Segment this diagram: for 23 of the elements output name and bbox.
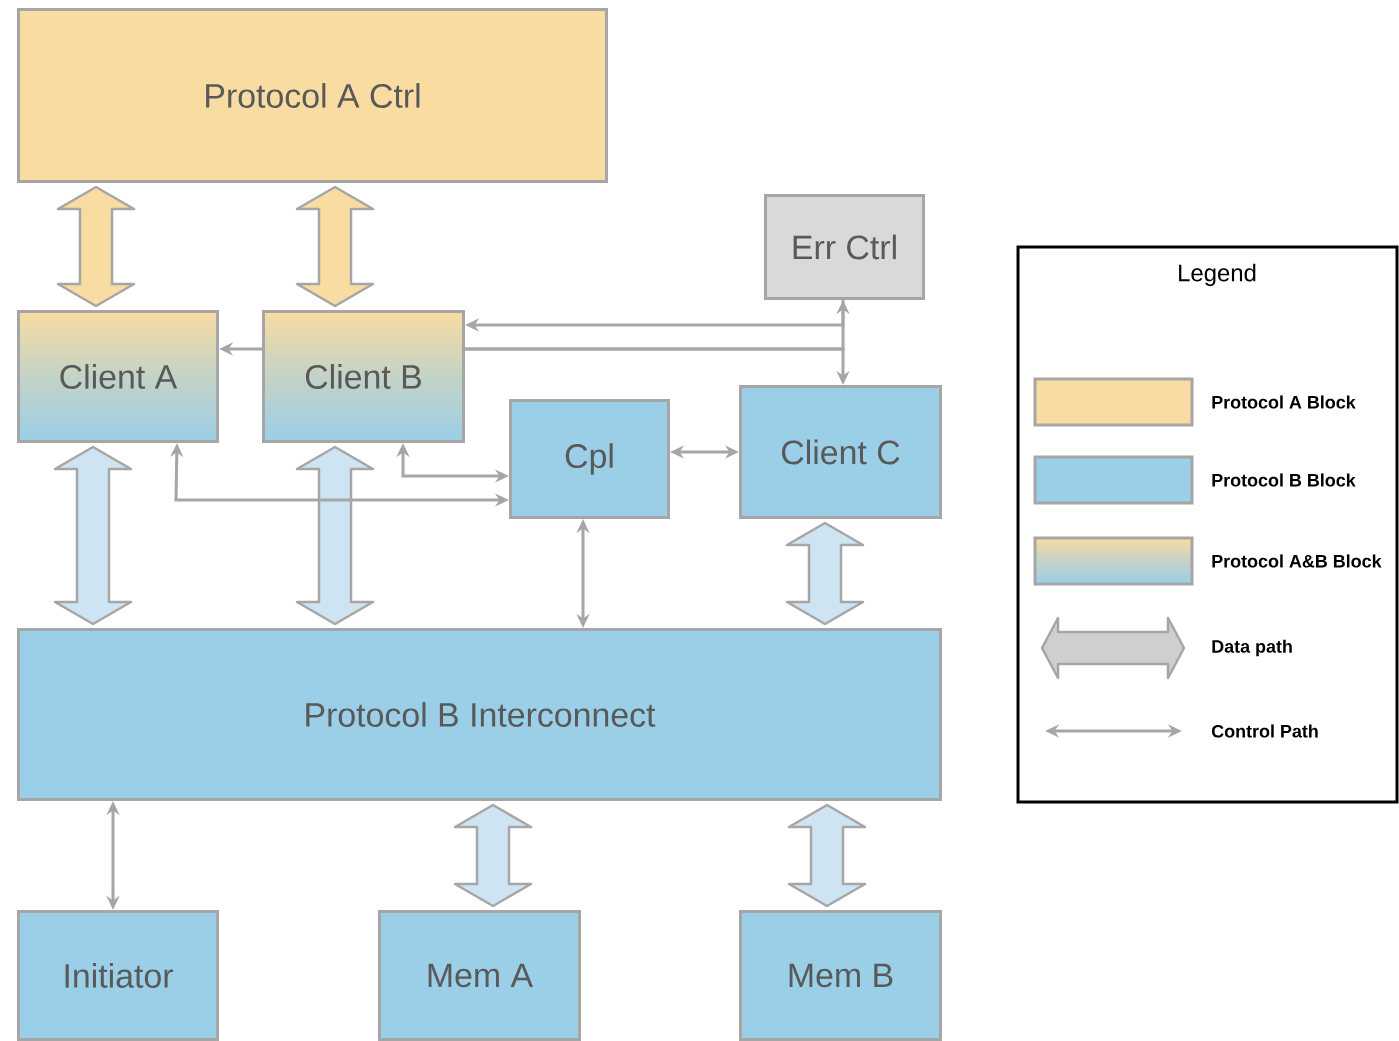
block-box: Client B [262,310,465,443]
data-path-arrow [785,521,865,626]
block-box: Protocol A Ctrl [17,8,608,183]
legend-title: Legend [1179,263,1256,287]
block-box: Client A [17,310,219,443]
legend-label: Data path [1212,639,1292,657]
legend-label: Control Path [1211,724,1318,738]
data-path-arrow [295,185,375,308]
block-box: Mem A [378,910,581,1041]
block-box: Initiator [17,910,219,1041]
block-box: Err Ctrl [764,194,925,300]
block-box: Mem B [739,910,942,1041]
legend-label: Protocol A&B Block [1212,554,1382,568]
legend-label: Protocol B Block [1212,473,1356,487]
data-path-arrow [787,803,867,908]
data-path-arrow [295,445,375,626]
block-box: Client C [739,385,942,519]
data-path-arrow [453,803,533,908]
data-path-arrow [53,445,133,626]
data-path-arrow [56,185,136,308]
legend-label: Protocol A Block [1212,395,1356,409]
block-box: Cpl [509,399,670,519]
block-box: Protocol B Interconnect [17,628,942,801]
